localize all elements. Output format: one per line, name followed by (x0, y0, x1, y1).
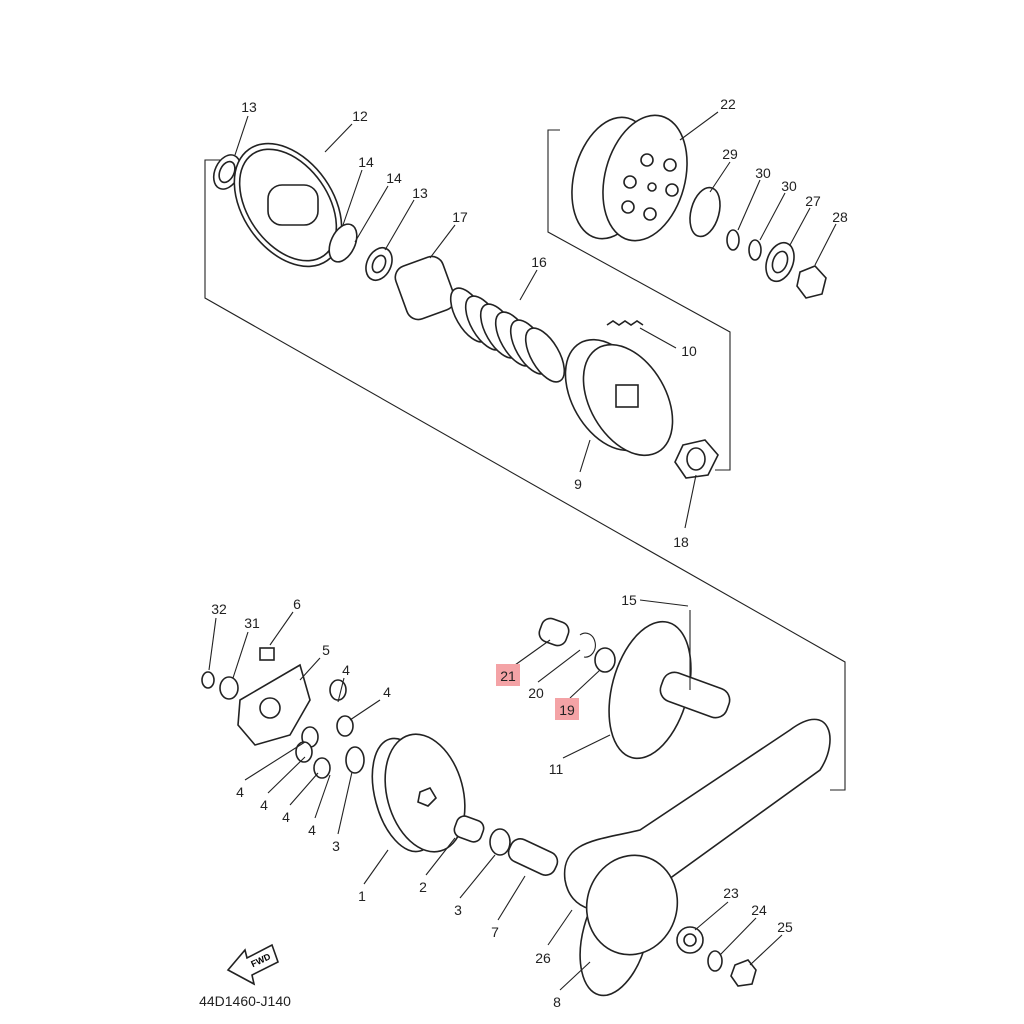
callout-24: 24 (751, 902, 767, 918)
callout-3: 3 (454, 902, 462, 918)
callout-20: 20 (528, 685, 544, 701)
callout-30: 30 (781, 178, 797, 194)
callout-4: 4 (342, 662, 350, 678)
callout-13: 13 (241, 99, 257, 115)
callout-30: 30 (755, 165, 771, 181)
assembly-frame (204, 129, 846, 791)
callout-4: 4 (236, 784, 244, 800)
fwd-arrow: FWD (226, 943, 279, 986)
lower-parts: FWD (201, 610, 831, 997)
callout-13: 13 (412, 185, 428, 201)
callout-25: 25 (777, 919, 793, 935)
callout-4: 4 (308, 822, 316, 838)
callout-15: 15 (621, 592, 637, 608)
callout-4: 4 (383, 684, 391, 700)
leader-lines (208, 111, 837, 991)
callout-5: 5 (322, 642, 330, 658)
movable-sheave (371, 733, 466, 853)
callout-14: 14 (386, 170, 402, 186)
callout-22: 22 (720, 96, 736, 112)
callout-3: 3 (332, 838, 340, 854)
fixed-sheave (608, 620, 731, 760)
upper-parts (212, 114, 827, 479)
callout-16: 16 (531, 254, 547, 270)
callout-2: 2 (419, 879, 427, 895)
highlight-19 (555, 698, 579, 720)
callout-4: 4 (260, 797, 268, 813)
clutch-carrier (564, 338, 674, 457)
highlight-21 (496, 664, 520, 686)
callout-9: 9 (574, 476, 582, 492)
callout-12: 12 (352, 108, 368, 124)
callout-27: 27 (805, 193, 821, 209)
clutch-spring (449, 287, 566, 383)
callout-23: 23 (723, 885, 739, 901)
callout-8: 8 (553, 994, 561, 1010)
callout-28: 28 (832, 209, 848, 225)
callout-14: 14 (358, 154, 374, 170)
callout-18: 18 (673, 534, 689, 550)
diagram-code: 44D1460-J140 (199, 993, 291, 1009)
callout-11: 11 (549, 761, 564, 777)
callout-26: 26 (535, 950, 551, 966)
callout-31: 31 (244, 615, 260, 631)
callout-7: 7 (491, 924, 499, 940)
callout-32: 32 (211, 601, 227, 617)
callout-4: 4 (282, 809, 290, 825)
callout-6: 6 (293, 596, 301, 612)
clutch-housing (571, 114, 688, 242)
callout-19-highlighted: 19 (559, 702, 575, 718)
callout-10: 10 (681, 343, 697, 359)
callout-17: 17 (452, 209, 468, 225)
callout-labels: 13 12 14 14 13 17 16 22 29 30 30 27 28 1… (211, 96, 848, 1010)
callout-21-highlighted: 21 (500, 668, 516, 684)
primary-fixed-sheave (579, 854, 679, 997)
callout-29: 29 (722, 146, 738, 162)
callout-1: 1 (358, 888, 366, 904)
